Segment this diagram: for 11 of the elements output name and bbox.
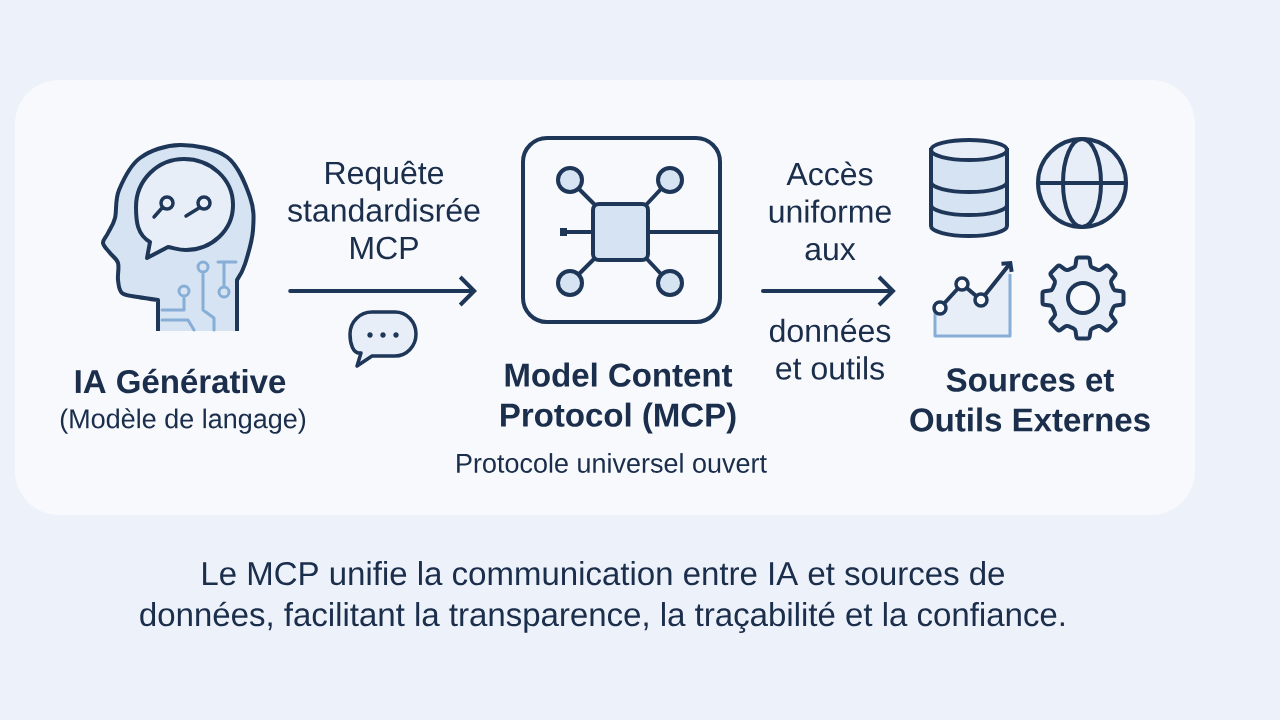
node-title: Sources et Outils Externes [910,368,1150,432]
node-title: IA Générative [75,368,286,394]
node-subtitle: Protocole universel ouvert [457,453,767,473]
arrow [288,275,477,307]
arrow [761,275,896,307]
text-label: données et outils [769,318,891,380]
caption: Le MCP unifie la communication entre IA et sources de données, facilitant la transparence, la traçabilité et la confiance. [140,561,1064,633]
edge-label: Requête standardisrée MCP [286,159,482,261]
node-title: Model Content Protocol (MCP) [501,362,736,434]
edge-label: Accès uniforme aux [766,160,894,262]
node-subtitle: (Modèle de langage) [60,408,306,434]
